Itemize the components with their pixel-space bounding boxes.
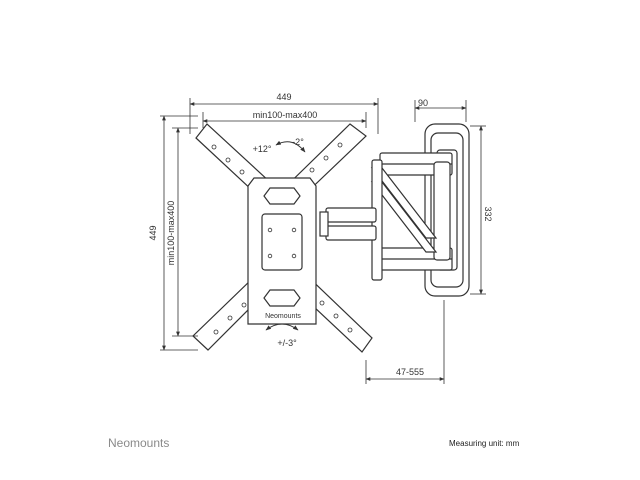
plate-brand-label: Neomounts: [265, 313, 301, 320]
tv-bracket: [192, 123, 373, 353]
overall-height-label: 449: [148, 225, 158, 240]
overall-width-label: 449: [276, 92, 291, 102]
swing-arm: [319, 152, 453, 281]
tilt-up-label: +12°: [253, 144, 272, 154]
arm-extension-label: 47-555: [396, 367, 424, 377]
swivel-label: +/-3°: [277, 338, 297, 348]
vesa-height-label: min100-max400: [166, 201, 176, 266]
dimension-lines: [160, 98, 486, 384]
measuring-unit-note: Measuring unit: mm: [449, 439, 520, 448]
bracket-slots: [211, 142, 353, 335]
footer-brand: Neomounts: [108, 436, 170, 450]
vesa-width-label: min100-max400: [253, 110, 318, 120]
swivel-arc: [265, 323, 299, 331]
wall-plate-depth-label: 90: [418, 98, 428, 108]
tilt-arc: [275, 140, 306, 153]
wall-plate-height-label: 332: [483, 206, 493, 221]
tilt-down-label: -2°: [292, 137, 304, 147]
